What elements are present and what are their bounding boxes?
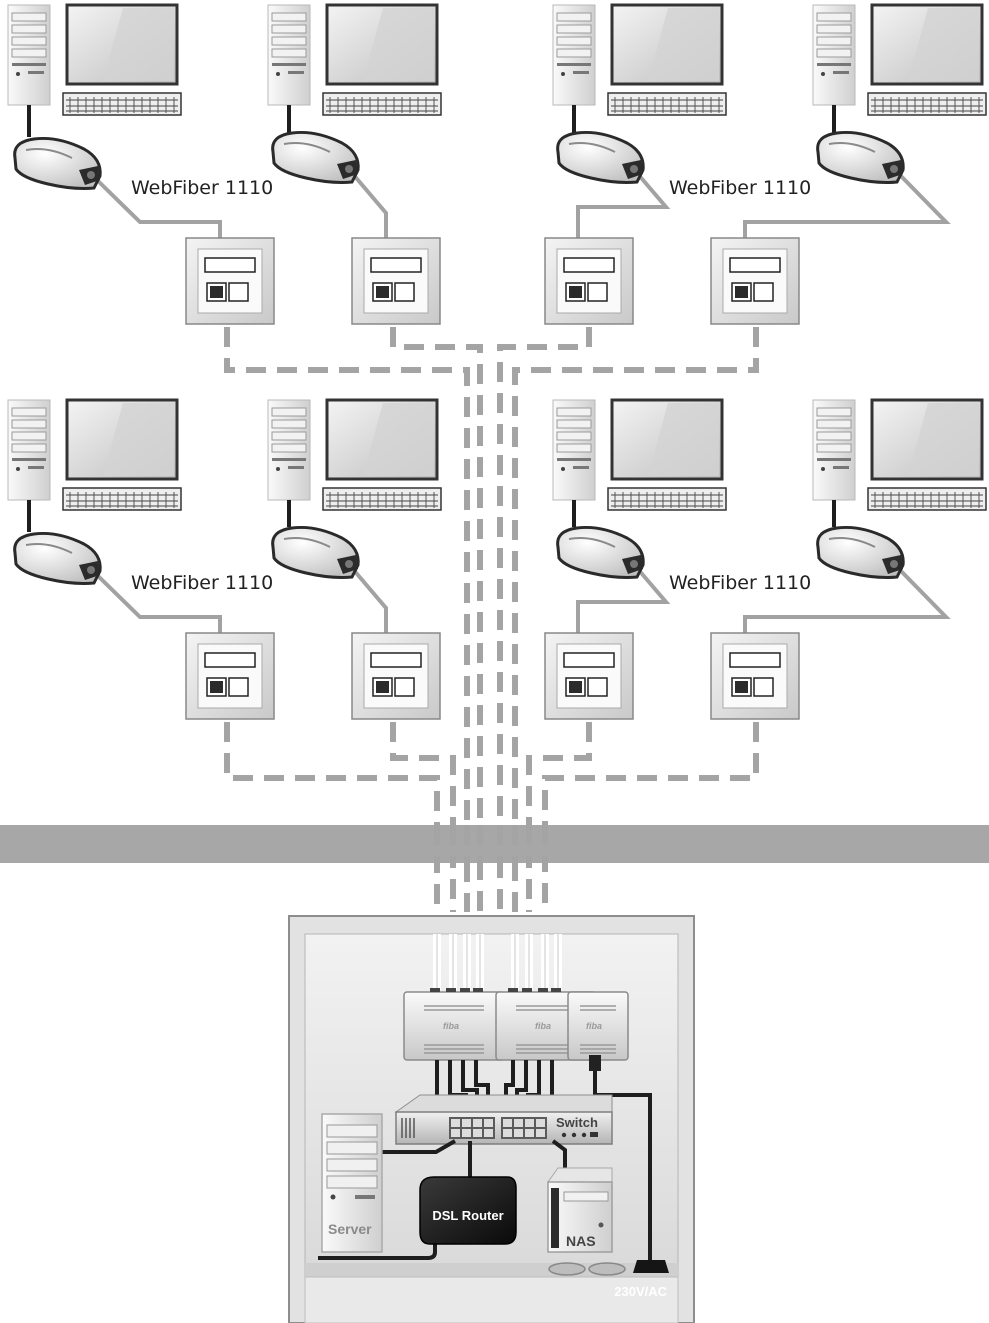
distribution-cabinet: fiba fiba fiba Switch bbox=[288, 915, 695, 1323]
workstation-row-1: WebFiber 1110 WebFiber 1110 bbox=[6, 3, 988, 325]
backbone-cables-over-wall bbox=[434, 825, 548, 863]
power-socket-icon bbox=[548, 1262, 586, 1276]
computer-icon bbox=[266, 3, 443, 117]
device-label: WebFiber 1110 bbox=[131, 177, 273, 199]
module-brand: fiba bbox=[535, 1021, 551, 1031]
server: Server bbox=[321, 1113, 383, 1253]
fiber-module: fiba bbox=[567, 991, 629, 1061]
media-converter-icon bbox=[271, 130, 360, 184]
computer-icon bbox=[551, 3, 728, 117]
router-label: DSL Router bbox=[432, 1208, 503, 1223]
computer-icon bbox=[811, 3, 988, 117]
media-converter-icon bbox=[816, 525, 905, 579]
media-converter-icon bbox=[13, 531, 102, 585]
wall-outlet-icon bbox=[185, 237, 275, 325]
media-converter-icon bbox=[13, 136, 102, 190]
server-label: Server bbox=[328, 1221, 372, 1237]
media-converter-icon bbox=[816, 130, 905, 184]
computer-icon bbox=[266, 398, 443, 512]
computer-icon bbox=[811, 398, 988, 512]
fiber-module: fiba bbox=[403, 991, 505, 1061]
wall-outlet-icon bbox=[710, 237, 800, 325]
wall-outlet-icon bbox=[185, 632, 275, 720]
dsl-router: DSL Router bbox=[419, 1176, 517, 1245]
computer-icon bbox=[6, 398, 183, 512]
wall-outlet-icon bbox=[351, 632, 441, 720]
device-label: WebFiber 1110 bbox=[131, 572, 273, 594]
nas: NAS bbox=[547, 1167, 613, 1253]
module-brand: fiba bbox=[586, 1021, 602, 1031]
wall-outlet-icon bbox=[351, 237, 441, 325]
wall-outlet-icon bbox=[710, 632, 800, 720]
wall-outlet-icon bbox=[544, 237, 634, 325]
media-converter-icon bbox=[271, 525, 360, 579]
device-label: WebFiber 1110 bbox=[669, 177, 811, 199]
workstation-row-2: WebFiber 1110 WebFiber 1110 bbox=[6, 398, 988, 720]
network-switch: Switch bbox=[394, 1094, 613, 1145]
device-label: WebFiber 1110 bbox=[669, 572, 811, 594]
computer-icon bbox=[551, 398, 728, 512]
power-socket-icon bbox=[588, 1262, 626, 1276]
media-converter-icon bbox=[556, 130, 645, 184]
fiber-module: fiba bbox=[495, 991, 597, 1061]
module-brand: fiba bbox=[443, 1021, 459, 1031]
backbone-cables bbox=[224, 327, 759, 912]
computer-icon bbox=[6, 3, 183, 117]
switch-label: Switch bbox=[556, 1115, 598, 1130]
nas-label: NAS bbox=[566, 1233, 596, 1249]
power-label: 230V/AC bbox=[614, 1284, 667, 1299]
media-converter-icon bbox=[556, 525, 645, 579]
wall-band bbox=[0, 825, 989, 863]
wall-outlet-icon bbox=[544, 632, 634, 720]
